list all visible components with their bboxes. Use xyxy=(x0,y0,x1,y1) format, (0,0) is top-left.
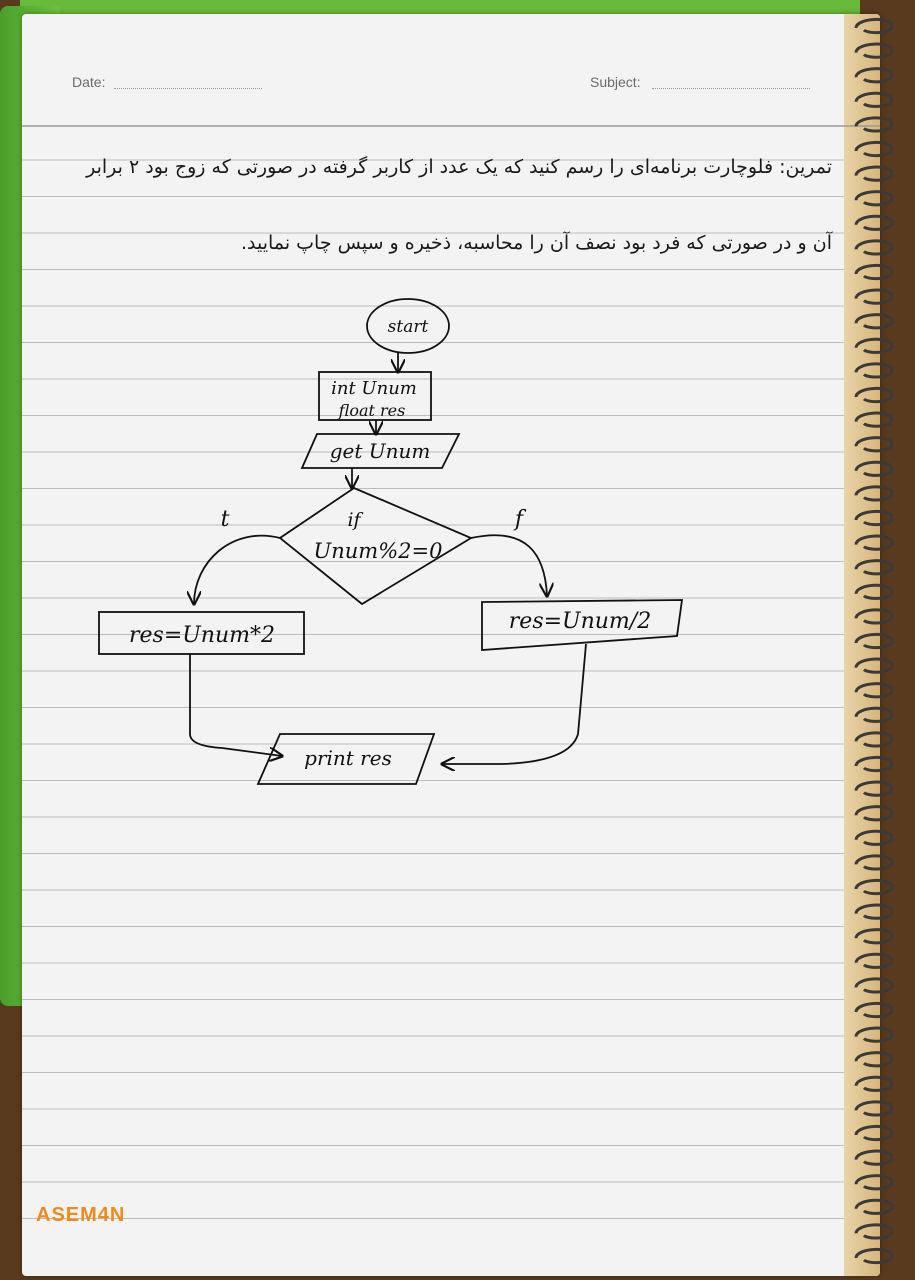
date-field-line xyxy=(114,88,262,89)
subject-field-line xyxy=(652,88,810,89)
spiral-coil xyxy=(854,190,894,207)
ruled-lines xyxy=(22,125,880,1219)
spiral-coil xyxy=(854,682,894,699)
spiral-coil xyxy=(854,854,894,871)
true-process-text: res=Unum*2 xyxy=(129,623,275,648)
spiral-coil xyxy=(854,485,894,502)
spiral-coil xyxy=(854,67,894,84)
arrow-true-branch xyxy=(194,534,281,604)
false-label: f xyxy=(513,507,527,532)
decision-text-1: if xyxy=(347,509,363,531)
spiral-coil xyxy=(854,1149,894,1166)
output-text: print res xyxy=(304,746,392,770)
spiral-coil xyxy=(854,756,894,773)
spiral-coil xyxy=(854,583,894,600)
spiral-coil xyxy=(854,1051,894,1068)
spiral-coil xyxy=(854,633,894,650)
spiral-coil xyxy=(854,1198,894,1215)
spiral-coil xyxy=(854,1026,894,1043)
spiral-coil xyxy=(854,116,894,133)
spiral-coil xyxy=(854,1248,894,1265)
spiral-binding xyxy=(854,18,894,1265)
spiral-coil xyxy=(854,534,894,551)
spiral-coil xyxy=(854,337,894,354)
spiral-coil xyxy=(854,288,894,305)
spiral-coil xyxy=(854,436,894,453)
arrow-true-to-output xyxy=(189,654,282,756)
question-line-1: تمرین: فلوچارت برنامه‌ای را رسم کنید که … xyxy=(86,156,832,178)
spiral-coil xyxy=(854,829,894,846)
spiral-coil xyxy=(854,510,894,527)
spiral-coil xyxy=(854,1125,894,1142)
spiral-coil xyxy=(854,239,894,256)
input-parallelogram xyxy=(300,433,461,469)
false-process-box xyxy=(481,599,684,651)
spiral-coil xyxy=(854,706,894,723)
spiral-coil xyxy=(854,362,894,379)
spiral-coil xyxy=(854,731,894,748)
spiral-coil xyxy=(854,165,894,182)
spiral-coil xyxy=(854,264,894,281)
true-process-box xyxy=(98,611,305,655)
spiral-coil xyxy=(854,387,894,404)
spiral-coil xyxy=(854,805,894,822)
spiral-coil xyxy=(854,952,894,969)
spiral-coil xyxy=(854,214,894,231)
output-parallelogram xyxy=(256,733,436,785)
flowchart: start int Unum float res get Unum if Unu… xyxy=(98,298,684,785)
arrow-false-to-output xyxy=(442,643,587,764)
declare-text-2: float res xyxy=(338,401,406,420)
spiral-coil xyxy=(854,780,894,797)
question-line-2: آن و در صورتی که فرد بود نصف آن را محاسب… xyxy=(241,232,832,254)
spiral-coil xyxy=(854,91,894,108)
brand-logo: ASEM4N xyxy=(36,1204,126,1226)
spiral-coil xyxy=(854,1174,894,1191)
declare-box xyxy=(318,371,432,421)
spiral-coil xyxy=(854,977,894,994)
subject-label: Subject: xyxy=(590,74,641,90)
spiral-coil xyxy=(854,657,894,674)
spiral-coil xyxy=(854,313,894,330)
spiral-coil xyxy=(854,608,894,625)
notebook-page: Date: Subject: تمرین: فلوچارت برنامه‌ای … xyxy=(22,14,880,1276)
spiral-coil xyxy=(854,559,894,576)
start-terminal xyxy=(366,298,450,354)
true-label: t xyxy=(221,507,230,532)
spiral-coil xyxy=(854,1002,894,1019)
declare-text-1: int Unum xyxy=(331,378,417,399)
spiral-coil xyxy=(854,1075,894,1092)
spiral-coil xyxy=(854,1223,894,1240)
false-process-text: res=Unum/2 xyxy=(509,609,651,634)
spiral-coil xyxy=(854,141,894,158)
spiral-coil xyxy=(854,879,894,896)
spiral-coil xyxy=(854,411,894,428)
date-label: Date: xyxy=(72,74,106,90)
decision-text-2: Unum%2=0 xyxy=(314,539,443,563)
spiral-coil xyxy=(854,928,894,945)
spiral-coil xyxy=(854,1100,894,1117)
start-text: start xyxy=(388,317,429,337)
spiral-coil xyxy=(854,18,894,35)
spiral-coil xyxy=(854,42,894,59)
spiral-coil xyxy=(854,903,894,920)
spiral-coil xyxy=(854,460,894,477)
decision-diamond xyxy=(278,486,473,606)
arrow-false-branch xyxy=(470,534,547,596)
input-text: get Unum xyxy=(330,439,431,463)
